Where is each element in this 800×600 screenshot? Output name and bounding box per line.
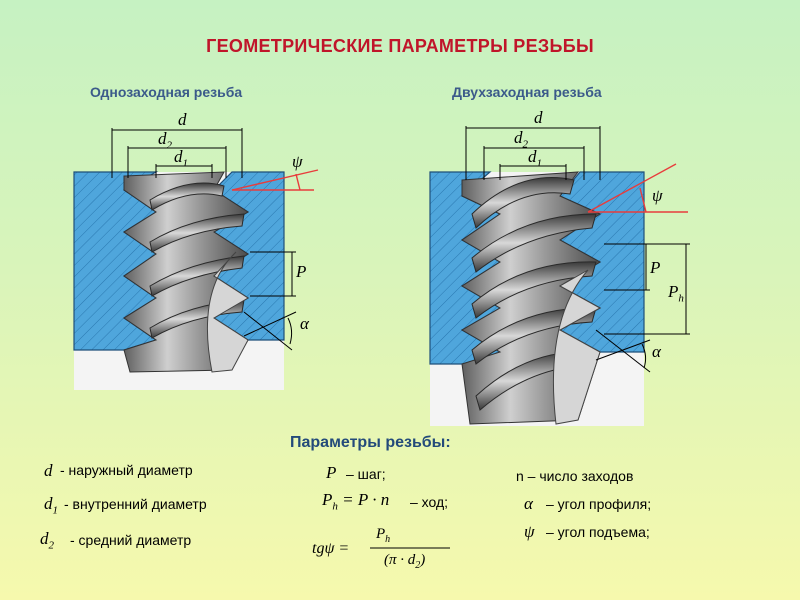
tg-formula-lhs: tgψ =	[312, 540, 350, 557]
right-label-Ph: Ph	[668, 282, 684, 305]
left-label-alpha: α	[300, 314, 309, 333]
left-label-d2: d2	[158, 129, 172, 152]
lead-angle-text: – угол подъема;	[546, 524, 650, 540]
right-label-alpha: α	[652, 342, 661, 361]
right-profile-angle-lines	[595, 329, 651, 373]
lead-text: – ход;	[410, 494, 449, 510]
right-label-psi: ψ	[652, 186, 663, 205]
right-lead-angle-lines	[587, 163, 688, 213]
fraction-bar	[370, 547, 450, 549]
mean-diameter-symbol: d2	[40, 529, 54, 552]
tg-formula-numerator: Ph	[376, 526, 391, 545]
starts-count-text: n – число заходов	[516, 468, 634, 484]
left-profile-angle-lines	[243, 311, 297, 351]
single-start-thread-figure	[73, 128, 319, 390]
outer-diameter-text: - наружный диаметр	[60, 462, 193, 478]
left-label-d1: d1	[174, 147, 188, 170]
right-diagram-subtitle: Двухзаходная резьба	[452, 84, 602, 100]
outer-diameter-symbol: d	[44, 461, 53, 480]
parameters-heading: Параметры резьбы:	[290, 434, 451, 451]
page-title: ГЕОМЕТРИЧЕСКИЕ ПАРАМЕТРЫ РЕЗЬБЫ	[206, 36, 594, 56]
right-label-d: d	[534, 108, 543, 127]
right-dimension-lines	[465, 126, 690, 335]
left-label-d: d	[178, 110, 187, 129]
right-bolt-cut-section	[552, 269, 602, 425]
left-lead-angle-lines	[231, 169, 319, 191]
lead-angle-symbol: ψ	[524, 522, 535, 541]
left-bolt-cut-section	[207, 251, 249, 373]
right-label-P: P	[650, 258, 661, 277]
left-label-psi: ψ	[292, 152, 303, 171]
tg-formula-denominator: (π · d2)	[384, 552, 426, 571]
mean-diameter-text: - средний диаметр	[70, 532, 192, 548]
left-label-P: P	[296, 262, 307, 281]
right-label-d2: d2	[514, 128, 528, 151]
left-dimension-lines	[111, 128, 296, 297]
double-start-thread-figure	[429, 126, 690, 426]
lead-formula: Ph = P · n	[322, 490, 390, 513]
inner-diameter-symbol: d1	[44, 494, 58, 517]
profile-angle-text: – угол профиля;	[546, 496, 652, 512]
pitch-text: – шаг;	[346, 466, 386, 482]
left-diagram-subtitle: Однозаходная резьба	[90, 84, 243, 100]
inner-diameter-text: - внутренний диаметр	[64, 496, 207, 512]
profile-angle-symbol: α	[524, 494, 533, 513]
pitch-symbol: P	[326, 463, 337, 482]
right-label-d1: d1	[528, 147, 542, 170]
